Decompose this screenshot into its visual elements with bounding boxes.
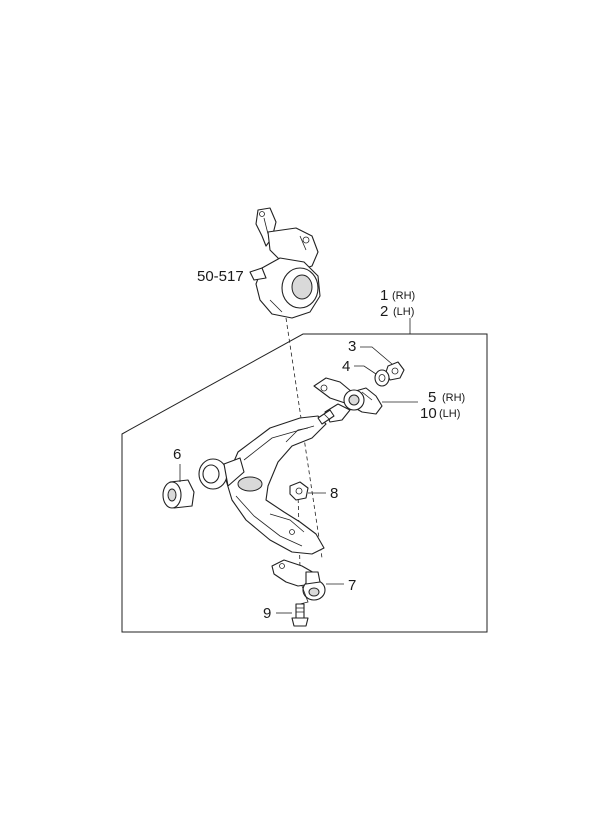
leader-4 bbox=[354, 365, 377, 375]
label-part-10-side: (LH) bbox=[439, 408, 460, 420]
bushing-6 bbox=[162, 479, 195, 509]
leader-3 bbox=[360, 346, 393, 365]
label-part-10: 10 bbox=[420, 405, 437, 422]
label-part-7: 7 bbox=[348, 577, 356, 594]
label-part-1: 1 bbox=[380, 287, 388, 304]
ball-joint-7 bbox=[271, 559, 326, 605]
label-knuckle-ref: 50-517 bbox=[197, 268, 244, 285]
label-part-2: 2 bbox=[380, 303, 388, 320]
washer-4 bbox=[374, 369, 390, 387]
label-part-8: 8 bbox=[330, 485, 338, 502]
label-part-4: 4 bbox=[342, 358, 350, 375]
label-part-2-side: (LH) bbox=[393, 306, 414, 318]
label-part-6: 6 bbox=[173, 446, 181, 463]
lower-control-arm bbox=[198, 403, 351, 555]
label-part-1-side: (RH) bbox=[392, 290, 415, 302]
bushing-bracket-5-10 bbox=[313, 377, 383, 415]
assembly-frame bbox=[121, 333, 488, 633]
nut-8 bbox=[289, 481, 309, 501]
steering-knuckle bbox=[249, 207, 321, 319]
label-part-5-side: (RH) bbox=[442, 392, 465, 404]
label-part-9: 9 bbox=[263, 605, 271, 622]
label-part-3: 3 bbox=[348, 338, 356, 355]
bolt-9 bbox=[291, 603, 309, 627]
label-part-5: 5 bbox=[428, 389, 436, 406]
